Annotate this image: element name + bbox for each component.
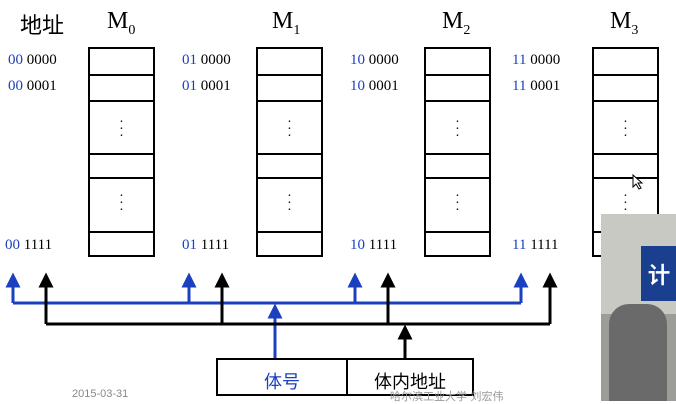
address-label: 10 0000 <box>350 52 399 68</box>
module-label-m2: M2 <box>442 8 471 38</box>
address-label: 01 0000 <box>182 52 231 68</box>
address-label: 11 1111 <box>512 237 559 253</box>
address-label: 11 0000 <box>512 52 561 68</box>
module-label-m1: M1 <box>272 8 301 38</box>
address-label: 10 1111 <box>350 237 398 253</box>
address-label: 00 0000 <box>8 52 57 68</box>
module-label-m0: M0 <box>107 8 136 38</box>
address-label: 00 0001 <box>8 78 57 94</box>
memory-module-m0: ··· ··· <box>88 47 155 257</box>
presenter <box>609 304 667 401</box>
address-label: 10 0001 <box>350 78 399 94</box>
slide-footer: 哈尔滨工业大学 刘宏伟 <box>390 390 504 403</box>
slide-date: 2015-03-31 <box>72 388 129 400</box>
memory-module-m1: ··· ··· <box>256 47 323 257</box>
presenter-video-overlay: 计 <box>601 214 676 401</box>
address-label: 00 1111 <box>5 237 53 253</box>
sign-char: 计 <box>648 264 671 289</box>
address-column-title: 地址 <box>20 13 65 38</box>
address-register: 体号 体内地址 <box>216 358 474 396</box>
offset-bus <box>38 272 558 358</box>
mouse-cursor-icon <box>632 174 644 190</box>
bank-bus <box>5 272 529 358</box>
module-label-m3: M3 <box>610 8 639 38</box>
memory-module-m2: ··· ··· <box>424 47 491 257</box>
in-bank-address-field: 体内地址 <box>374 372 446 393</box>
address-label: 01 1111 <box>182 237 230 253</box>
bank-number-field: 体号 <box>264 372 300 393</box>
address-label: 01 0001 <box>182 78 231 94</box>
address-label: 11 0001 <box>512 78 561 94</box>
